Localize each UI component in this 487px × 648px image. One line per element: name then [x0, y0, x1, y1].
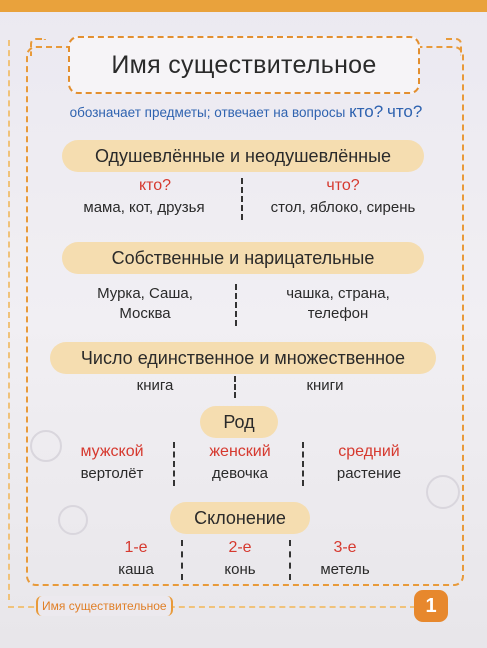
animate-examples-left: мама, кот, друзья	[83, 199, 205, 216]
column-divider	[289, 540, 291, 580]
animate-question-right: что?	[326, 177, 360, 194]
page-number: 1	[414, 590, 448, 622]
declension-second-example: конь	[224, 561, 256, 578]
declension-first-label: 1-е	[124, 539, 148, 556]
gender-masculine-label: мужской	[80, 443, 144, 460]
page-title: Имя существительное	[111, 50, 377, 79]
column-divider	[234, 376, 236, 398]
gender-masculine-example: вертолёт	[80, 465, 144, 482]
left-dashed-border	[8, 40, 10, 600]
question-who: кто?	[349, 102, 384, 121]
section-header-proper: Собственные и нарицательные	[62, 242, 424, 274]
definition-line: обозначает предметы; отвечает на вопросы…	[40, 98, 452, 126]
section-header-number: Число единственное и множественное	[50, 342, 436, 374]
frame-corner-right	[446, 38, 462, 56]
column-divider	[235, 284, 237, 326]
section-header-text: Число единственное и множественное	[80, 347, 406, 368]
animate-examples-right: стол, яблоко, сирень	[270, 199, 416, 216]
footer-section-label: Имя существительное	[36, 596, 173, 616]
number-singular-example: книга	[136, 377, 174, 394]
column-divider	[302, 442, 304, 486]
section-header-animate: Одушевлённые и неодушевлённые	[62, 140, 424, 172]
proper-examples-right-1: чашка, страна,	[286, 285, 390, 302]
gender-feminine-example: девочка	[212, 465, 268, 482]
column-divider	[173, 442, 175, 486]
frame-corner-left	[30, 38, 46, 56]
background-circle-decoration	[30, 430, 62, 462]
animate-question-left: кто?	[138, 177, 172, 194]
background-circle-decoration	[58, 505, 88, 535]
section-header-text: Собственные и нарицательные	[111, 247, 375, 268]
declension-third-example: метель	[320, 561, 370, 578]
footer-dashed-line	[8, 606, 416, 608]
gender-neuter-label: средний	[338, 443, 400, 460]
declension-first-example: каша	[118, 561, 154, 578]
question-what: что?	[386, 102, 423, 121]
title-box: Имя существительное	[68, 36, 420, 94]
section-header-gender: Род	[200, 406, 278, 438]
number-plural-example: книги	[306, 377, 344, 394]
gender-neuter-example: растение	[336, 465, 402, 482]
column-divider	[241, 178, 243, 220]
section-header-text: Род	[223, 411, 255, 432]
definition-text: обозначает предметы; отвечает на вопросы	[69, 105, 346, 120]
top-orange-strip	[0, 0, 487, 12]
proper-examples-left-2: Москва	[119, 305, 171, 322]
section-header-text: Склонение	[194, 507, 286, 528]
declension-third-label: 3-е	[333, 539, 357, 556]
section-header-declension: Склонение	[170, 502, 310, 534]
proper-examples-right-2: телефон	[307, 305, 369, 322]
proper-examples-left-1: Мурка, Саша,	[97, 285, 193, 302]
section-header-text: Одушевлённые и неодушевлённые	[94, 145, 392, 166]
background-circle-decoration	[426, 475, 460, 509]
column-divider	[181, 540, 183, 580]
gender-feminine-label: женский	[209, 443, 271, 460]
declension-second-label: 2-е	[228, 539, 252, 556]
